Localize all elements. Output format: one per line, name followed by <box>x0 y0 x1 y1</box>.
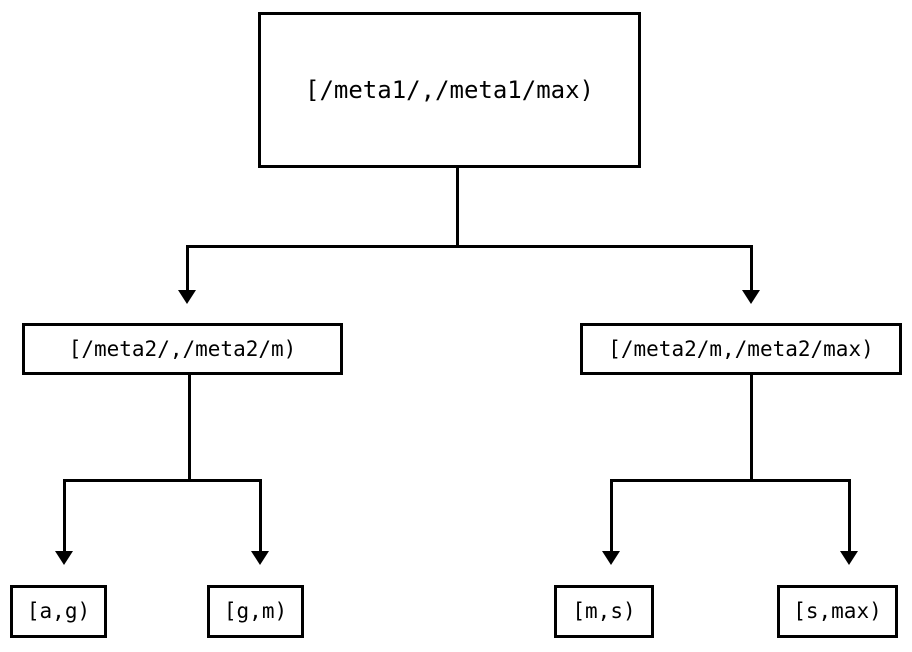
edge-level2-left-to-leaf-ag-drop <box>63 479 66 551</box>
arrowhead-to-leaf-smax <box>840 551 858 565</box>
node-level2-left[interactable]: [/meta2/,/meta2/m) <box>22 323 343 375</box>
node-leaf-m-s[interactable]: [m,s) <box>554 585 654 638</box>
node-leaf-s-max[interactable]: [s,max) <box>777 585 898 638</box>
edge-level2-left-to-leaf-gm-drop <box>259 479 262 551</box>
edge-root-stem <box>456 167 459 247</box>
node-level2-right[interactable]: [/meta2/m,/meta2/max) <box>580 323 902 375</box>
edge-root-crossbar <box>186 245 753 248</box>
edge-level2-right-to-leaf-ms-drop <box>610 479 613 551</box>
node-level2-left-label: [/meta2/,/meta2/m) <box>68 336 297 361</box>
arrowhead-to-leaf-gm <box>251 551 269 565</box>
node-level2-right-label: [/meta2/m,/meta2/max) <box>608 336 874 361</box>
edge-level2-right-crossbar <box>610 479 851 482</box>
edge-root-to-level2-left-drop <box>186 245 189 290</box>
arrowhead-root-to-level2-right <box>742 290 760 304</box>
edge-level2-left-crossbar <box>63 479 262 482</box>
edge-level2-right-stem <box>750 375 753 481</box>
node-root-label: [/meta1/,/meta1/max) <box>305 76 594 104</box>
arrowhead-to-leaf-ms <box>602 551 620 565</box>
edge-root-to-level2-right-drop <box>750 245 753 290</box>
node-leaf-a-g-label: [a,g) <box>26 599 91 623</box>
edge-level2-left-stem <box>188 375 191 481</box>
node-root[interactable]: [/meta1/,/meta1/max) <box>258 12 641 168</box>
edge-level2-right-to-leaf-smax-drop <box>848 479 851 551</box>
arrowhead-root-to-level2-left <box>178 290 196 304</box>
node-leaf-a-g[interactable]: [a,g) <box>10 585 107 638</box>
node-leaf-m-s-label: [m,s) <box>572 599 636 623</box>
node-leaf-g-m[interactable]: [g,m) <box>207 585 304 638</box>
node-leaf-g-m-label: [g,m) <box>223 599 288 623</box>
arrowhead-to-leaf-ag <box>55 551 73 565</box>
node-leaf-s-max-label: [s,max) <box>793 599 882 623</box>
